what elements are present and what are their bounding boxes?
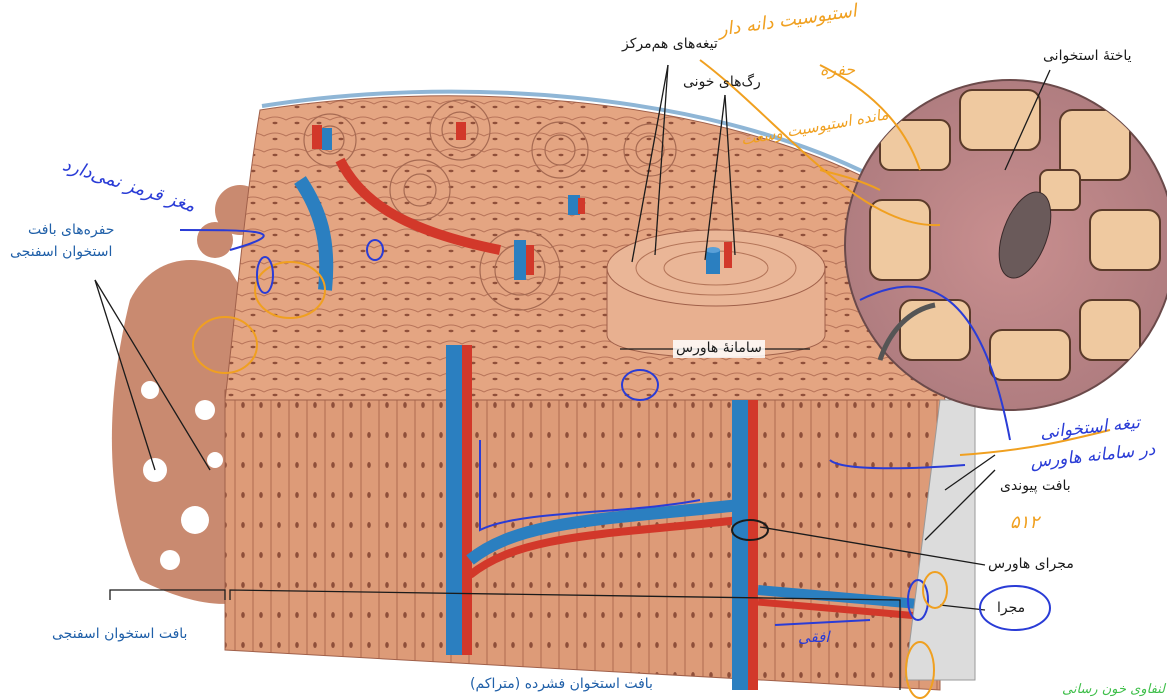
bone-cell-magnified (845, 80, 1167, 410)
note-orange-middle: حفره (820, 60, 855, 79)
label-haversian-system: سامانهٔ هاورس (673, 340, 765, 358)
label-blood-vessels: رگ‌های خونی (683, 74, 761, 92)
compact-bone-top-surface (225, 96, 945, 400)
haversian-cylinder (607, 230, 825, 358)
label-spongy-bone-tissue: بافت استخوان اسفنجی (52, 626, 187, 644)
label-canal: مجرا (997, 600, 1025, 618)
label-haversian-canal: مجرای هاورس (988, 556, 1074, 574)
label-compact-bone-tissue: بافت استخوان فشرده (متراکم) (470, 676, 653, 694)
label-connective-tissue: بافت پیوندی (1000, 478, 1071, 496)
label-spongy-cavities-2: استخوان اسفنجی (10, 244, 112, 262)
note-green-corner: لنفاوی خون رسانی (1062, 682, 1165, 697)
note-blue-horizontal: افقی (798, 628, 829, 646)
label-spongy-cavities-1: حفره‌های بافت (28, 222, 114, 240)
note-orange-number: ۵۱۲ (1010, 512, 1039, 533)
label-bone-cell: یاختهٔ استخوانی (1043, 48, 1132, 66)
label-concentric-lamellae: تیغه‌های هم‌مرکز (622, 36, 718, 54)
